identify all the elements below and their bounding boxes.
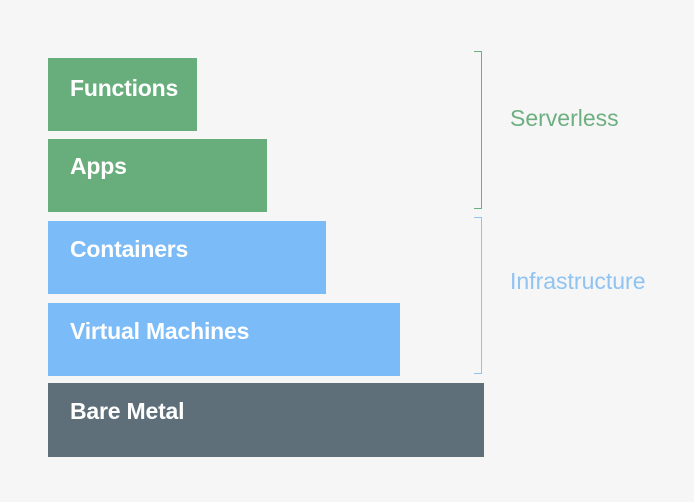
layer-virtual-machines: Virtual Machines: [48, 303, 400, 376]
infrastructure-bracket: [474, 217, 482, 374]
layer-bare-metal-label: Bare Metal: [70, 398, 185, 424]
layer-apps: Apps: [48, 139, 267, 212]
layer-apps-label: Apps: [70, 153, 127, 179]
layer-functions-label: Functions: [70, 75, 179, 101]
serverless-bracket: [474, 51, 482, 209]
layer-functions: Functions: [48, 58, 197, 131]
layer-containers: Containers: [48, 221, 326, 294]
infrastructure-label: Infrastructure: [510, 268, 646, 294]
serverless-label: Serverless: [510, 105, 619, 131]
layer-bare-metal: Bare Metal: [48, 383, 484, 457]
layer-virtual-machines-label: Virtual Machines: [70, 318, 250, 344]
layer-containers-label: Containers: [70, 236, 189, 262]
